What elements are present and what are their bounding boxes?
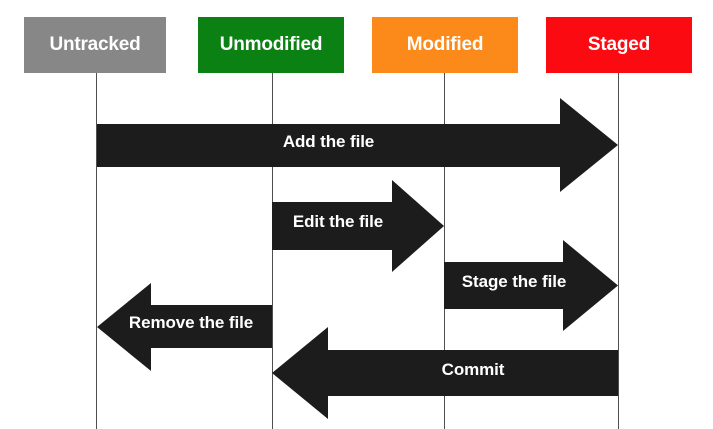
arrow-label-edit-the-file: Edit the file [292,212,384,231]
state-box-label: Modified [406,34,484,55]
state-box-label: Untracked [49,34,141,55]
lane-staged [618,73,619,429]
lane-unmodified [272,73,273,429]
arrow-head-add-the-file [560,98,618,192]
arrow-head-edit-the-file [392,180,444,272]
state-box-unmodified[interactable]: Unmodified [198,17,344,73]
lane-untracked [96,73,97,429]
arrow-head-remove-the-file [97,283,151,371]
arrow-shaft-remove-the-file [151,305,272,348]
arrow-head-commit [272,327,328,419]
arrow-shaft-commit [328,350,618,396]
lane-modified [444,73,445,429]
state-box-staged[interactable]: Staged [546,17,692,73]
state-box-untracked[interactable]: Untracked [24,17,166,73]
arrow-shaft-edit-the-file [272,202,392,250]
arrow-label-stage-the-file: Stage the file [461,272,567,291]
arrow-shaft-add-the-file [97,124,560,167]
arrow-label-add-the-file: Add the file [282,132,375,151]
arrow-head-stage-the-file [563,240,618,331]
state-box-modified[interactable]: Modified [372,17,518,73]
arrow-shaft-stage-the-file [444,262,563,309]
state-box-label: Unmodified [219,34,323,55]
arrow-label-remove-the-file: Remove the file [128,313,254,332]
state-box-label: Staged [587,34,651,55]
arrow-label-commit: Commit [441,360,505,379]
